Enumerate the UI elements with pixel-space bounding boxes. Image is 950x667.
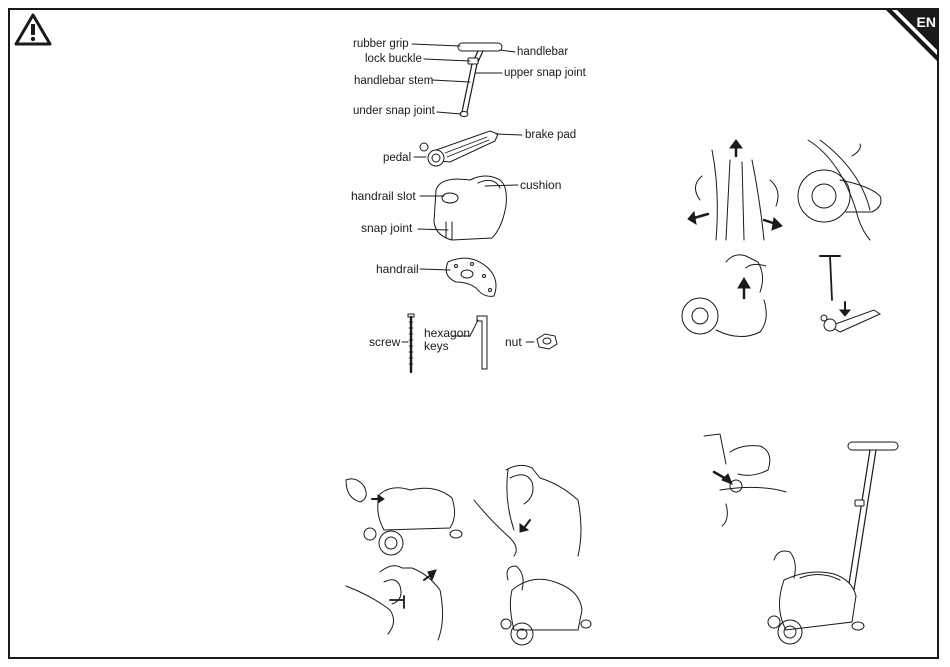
step-press-button-illustration	[704, 434, 786, 526]
step-complete-scooter-illustration	[768, 442, 898, 644]
